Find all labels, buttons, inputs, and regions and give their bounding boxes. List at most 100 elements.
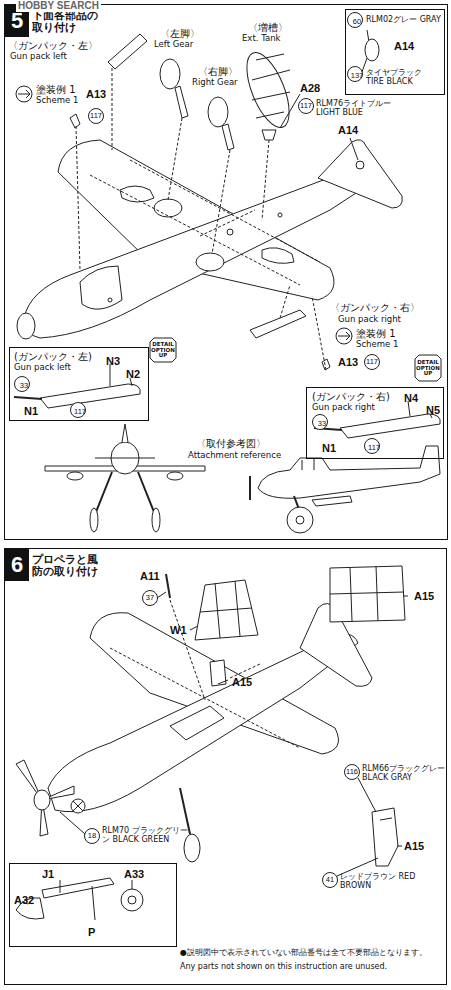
propeller-canopy-stroke: [200, 581, 252, 638]
part-number: A13: [338, 356, 358, 369]
note-text: ●説明図中で表示されていない部品番号は全て不要部品となります。: [180, 948, 448, 957]
detail-badge: DETAIL OPTION UP: [151, 342, 175, 359]
floating-parts-stroke: [208, 97, 228, 127]
part-label-en: Ext. Tank: [242, 34, 280, 44]
propeller-canopy-stroke: [73, 801, 83, 811]
propeller-canopy-stroke: [218, 680, 228, 684]
paint-number: 117: [90, 112, 102, 121]
part-number: A14: [338, 124, 358, 137]
floating-parts-stroke: [338, 332, 350, 340]
floating-parts-stroke: [348, 13, 363, 28]
paint-name: RLM02グレー GRAY: [366, 15, 442, 24]
propeller-canopy-stroke: [190, 626, 198, 630]
plane-top-view: [48, 603, 372, 862]
detail-inset: (ガンパック・左)Gun pack leftN3N233N1117: [9, 347, 149, 421]
plane-underside-stroke: [108, 298, 112, 302]
part-label: 〈右脚〉: [198, 66, 238, 78]
floating-parts-stroke: [212, 150, 230, 254]
gun-pack-detail-stroke: [40, 384, 140, 408]
plane-underside-stroke: [278, 213, 282, 217]
part-number: N1: [24, 405, 38, 418]
floating-parts-stroke: [160, 59, 180, 89]
part-label: 塗装例 1: [36, 84, 76, 96]
part-number: A15: [404, 840, 424, 853]
propeller-canopy-stroke: [42, 878, 114, 898]
part-label: 〈取付参考図〉: [196, 438, 266, 450]
plane-top-view-stroke: [170, 706, 224, 740]
propeller-canopy-stroke: [60, 812, 85, 834]
plane-top-view-stroke: [110, 648, 300, 748]
floating-parts-stroke: [312, 296, 326, 370]
plane-underside-stroke: [318, 140, 402, 208]
part-label: 塗装例 1: [356, 328, 396, 340]
floating-parts-stroke: [89, 109, 104, 124]
floating-parts-stroke: [356, 161, 364, 169]
paint-number: 37: [146, 594, 154, 603]
attachment-views-stroke: [152, 508, 160, 532]
floating-parts-stroke: [262, 140, 269, 220]
propeller-canopy-stroke: [358, 778, 402, 846]
floating-parts-stroke: [348, 67, 363, 82]
part-label-en: Attachment reference: [188, 451, 281, 461]
paint-number: 117: [300, 102, 312, 111]
part-label-en: Gun pack right: [312, 403, 375, 413]
attachment-views-stroke: [95, 458, 155, 459]
detail-badge: DETAIL OPTION UP: [416, 360, 440, 377]
part-label: 〈ガンパック・右〉: [330, 302, 420, 314]
plane-underside-stroke: [262, 248, 294, 264]
detail-inset: J1A33A32P: [9, 863, 177, 947]
attachment-views-stroke: [296, 516, 304, 524]
note-text: Any parts not shown on this instruction …: [180, 962, 448, 971]
propeller-canopy-stroke: [195, 580, 258, 640]
attachment-views-stroke: [90, 508, 98, 532]
part-label-en: Gun pack left: [10, 52, 67, 62]
propeller-canopy-stroke: [121, 889, 143, 911]
part-number: A33: [124, 868, 144, 881]
part-label-en: Gun pack left: [14, 363, 71, 373]
floating-parts-stroke: [70, 114, 80, 128]
propeller-canopy-stroke: [380, 818, 392, 820]
floating-parts-stroke: [175, 86, 188, 118]
gun-pack-detail-stroke: [71, 403, 86, 418]
part-label-en: Scheme 1: [356, 340, 398, 350]
plane-underside-stroke: [90, 160, 320, 285]
paint-number: 117: [366, 358, 378, 367]
plane-underside-stroke: [17, 313, 35, 339]
step-number: 6: [5, 549, 29, 581]
part-number: A15: [414, 590, 434, 603]
attachment-views-stroke: [96, 472, 154, 512]
propeller-canopy-stroke: [22, 880, 132, 920]
propeller-canopy-stroke: [170, 600, 205, 700]
part-label: 〈ガンパック・左〉: [8, 40, 98, 52]
attachment-views-stroke: [167, 472, 183, 480]
floating-parts-stroke: [222, 124, 234, 150]
gun-pack-detail-stroke: [365, 439, 380, 454]
propeller-canopy-stroke: [128, 896, 136, 904]
paint-name: RLM66ブラックグレー BLACK GRAY: [362, 764, 446, 782]
paint-number: 137: [351, 72, 364, 81]
propeller-canopy-stroke: [157, 592, 166, 598]
part-label-en: Scheme 1: [36, 96, 78, 106]
floating-parts-stroke: [280, 94, 300, 128]
part-number: N2: [126, 368, 140, 381]
watermark: HOBBY SEARCH: [16, 0, 101, 12]
part-number: A32: [14, 894, 34, 907]
gun-pack-detail-stroke: [340, 414, 440, 438]
paint-callout-box: 60RLM02グレー GRAYA14137タイヤブラック TIRE BLACK: [345, 9, 445, 95]
part-number: N4: [404, 392, 418, 405]
gun-pack-detail-stroke: [313, 415, 328, 430]
floating-parts-stroke: [415, 355, 441, 381]
step-title: 下面各部品の取り付け: [32, 9, 100, 33]
floating-parts-stroke: [280, 285, 290, 318]
part-number: N1: [322, 442, 336, 455]
part-number: P: [88, 926, 95, 939]
plane-top-view-stroke: [184, 834, 200, 862]
part-number: A13: [86, 88, 106, 101]
part-label: (ガンパック・左): [14, 351, 92, 363]
part-number: N3: [106, 355, 120, 368]
paint-number: 18: [88, 832, 96, 841]
floating-parts-stroke: [18, 90, 30, 98]
paint-number: 33: [318, 420, 326, 429]
paint-name: レッドブラウン RED BROWN: [340, 872, 420, 890]
